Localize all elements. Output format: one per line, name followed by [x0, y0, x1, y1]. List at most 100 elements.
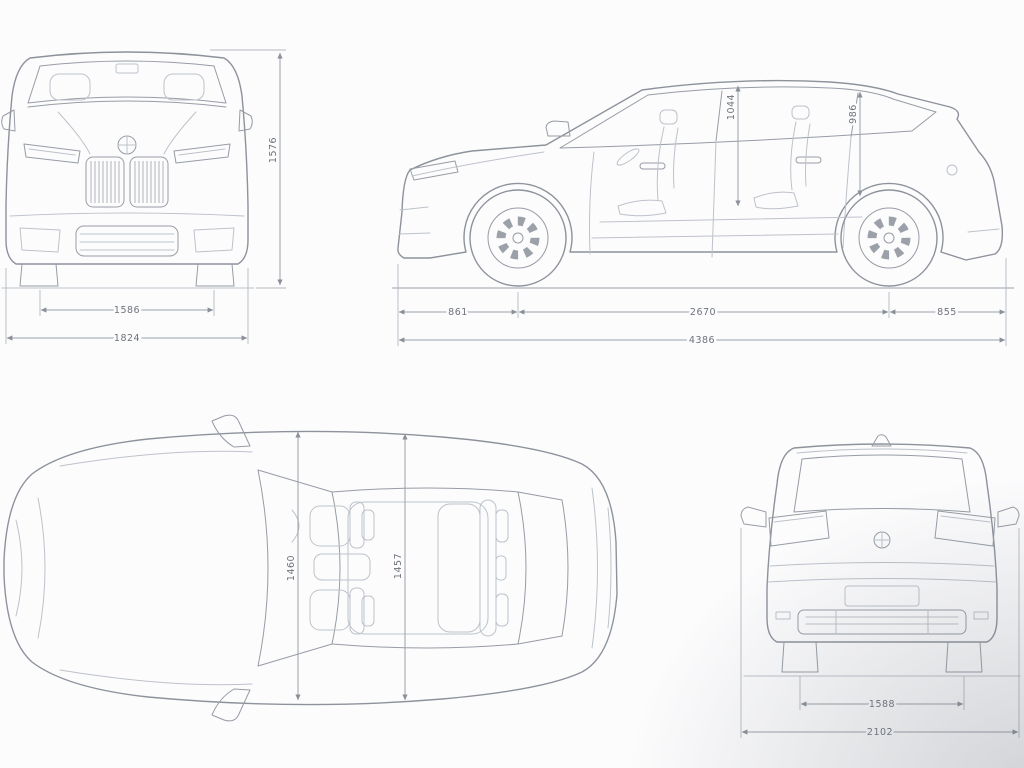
side-intake-left — [19, 227, 61, 253]
nose-contours — [15, 497, 46, 639]
mirror-bottom — [211, 688, 251, 722]
front-view: 1576 1586 1824 — [1, 49, 286, 347]
grille-slats-left — [90, 161, 120, 203]
rear-seat-cushion — [753, 191, 799, 210]
hood-shutline — [411, 151, 545, 177]
dim-rear-width-mirrors: 2102 — [740, 528, 1020, 741]
shark-fin-antenna — [871, 434, 892, 447]
taillight-right — [934, 510, 996, 547]
dim-front-track: 1586 — [39, 290, 215, 319]
front-wheel-left — [19, 263, 59, 287]
kidney-grille-right — [129, 156, 169, 208]
hood-cut-lines — [59, 450, 253, 686]
rear-diffuser — [797, 609, 967, 635]
rear-view: 1588 2102 — [740, 434, 1021, 741]
windshield-base — [257, 469, 269, 667]
hood-crease-left — [57, 111, 91, 155]
dim-front-height-label: 1576 — [268, 137, 279, 163]
headlight-left — [23, 143, 81, 164]
hatch-lines — [591, 487, 612, 649]
front-door-shutline — [589, 151, 595, 255]
rear-wheel-right — [945, 641, 983, 673]
center-air-intake — [75, 225, 179, 257]
top-body-outline — [3, 430, 618, 706]
roof-side-edges — [331, 487, 519, 649]
mirror-top — [211, 414, 251, 448]
headlight-right-inner — [178, 148, 226, 156]
side-body-outline — [397, 79, 1004, 261]
dim-interior-width-rear: 1457 — [391, 433, 408, 701]
interior-mirror — [115, 63, 139, 74]
tailgate-line — [769, 562, 995, 567]
dim-side-lower: 861 2670 855 4386 — [397, 258, 1007, 349]
dim-headroom-front: 1044 — [724, 85, 741, 207]
floor-line — [599, 216, 863, 223]
front-seatback — [656, 126, 679, 201]
dim-front-track-label: 1586 — [114, 305, 140, 316]
rear-wheel-left — [781, 641, 819, 673]
rear-mirror-right — [997, 506, 1020, 528]
side-mirror-left — [1, 109, 16, 132]
headlight-right — [173, 143, 231, 164]
dim-front-width-label: 1824 — [114, 333, 140, 344]
headlight-left-inner — [28, 148, 76, 156]
side-view: 1044 986 861 2670 855 4386 — [392, 79, 1014, 349]
steering-wheel — [616, 148, 640, 166]
intake-slats — [79, 233, 175, 251]
door-handle-front — [639, 162, 666, 170]
rear-mirror-left — [740, 506, 767, 528]
dim-headroom-rear: 986 — [846, 91, 863, 197]
top-seats — [309, 499, 509, 637]
dim-front-width: 1824 — [5, 268, 249, 347]
rear-window-top — [517, 491, 527, 645]
taillight-left — [768, 510, 830, 547]
cowl-line — [27, 100, 227, 108]
a-pillars — [257, 469, 333, 667]
rear-bumper-line — [767, 578, 997, 583]
dim-interior-width-front-label: 1460 — [286, 555, 297, 581]
bmw-roundel-icon — [117, 135, 137, 155]
front-seat-right-through-glass — [163, 73, 205, 101]
front-seat-left-through-glass — [49, 73, 91, 101]
hood-crease-right — [163, 111, 197, 155]
rocker-crease — [591, 233, 839, 239]
door-handle-rear — [795, 156, 822, 164]
front-headrest — [659, 109, 678, 125]
front-windshield — [27, 60, 227, 104]
diffuser-slats — [805, 609, 959, 635]
rear-window — [793, 454, 971, 513]
panorama-roof — [347, 501, 489, 635]
dim-headroom-rear-label: 986 — [848, 104, 859, 124]
side-mirror — [545, 120, 571, 137]
windshield-top — [331, 491, 341, 645]
grille-slats-right — [134, 161, 164, 203]
rear-bumper-crease — [967, 228, 1000, 233]
b-door-shutline — [711, 140, 717, 258]
front-body-outline — [5, 51, 249, 265]
wheel-rear — [840, 189, 938, 287]
rear-seatback — [790, 121, 811, 191]
dim-overhang-front-label: 861 — [448, 307, 468, 318]
rear-door-shutline — [842, 136, 852, 249]
c-pillar — [850, 92, 859, 138]
fuel-cap — [946, 164, 958, 176]
top-view: 1460 1457 — [3, 414, 618, 722]
front-seat-cushion — [617, 199, 667, 217]
bumper-line — [9, 212, 245, 217]
front-wheel-right — [195, 263, 235, 287]
rear-glass-end — [561, 499, 569, 637]
dim-rear-track-label: 1588 — [869, 699, 895, 710]
front-bumper-lines — [398, 206, 431, 235]
rear-spoiler-line — [796, 448, 968, 454]
side-intake-right — [193, 227, 235, 253]
kidney-grille-left — [85, 156, 125, 208]
dim-rear-width-mirrors-label: 2102 — [867, 727, 893, 738]
dim-interior-width-rear-label: 1457 — [393, 553, 404, 579]
side-glasshouse — [559, 86, 937, 149]
reflector-left — [775, 611, 791, 620]
side-mirror-right — [238, 109, 253, 132]
dim-headroom-front-label: 1044 — [726, 94, 737, 120]
side-interior — [599, 105, 863, 223]
